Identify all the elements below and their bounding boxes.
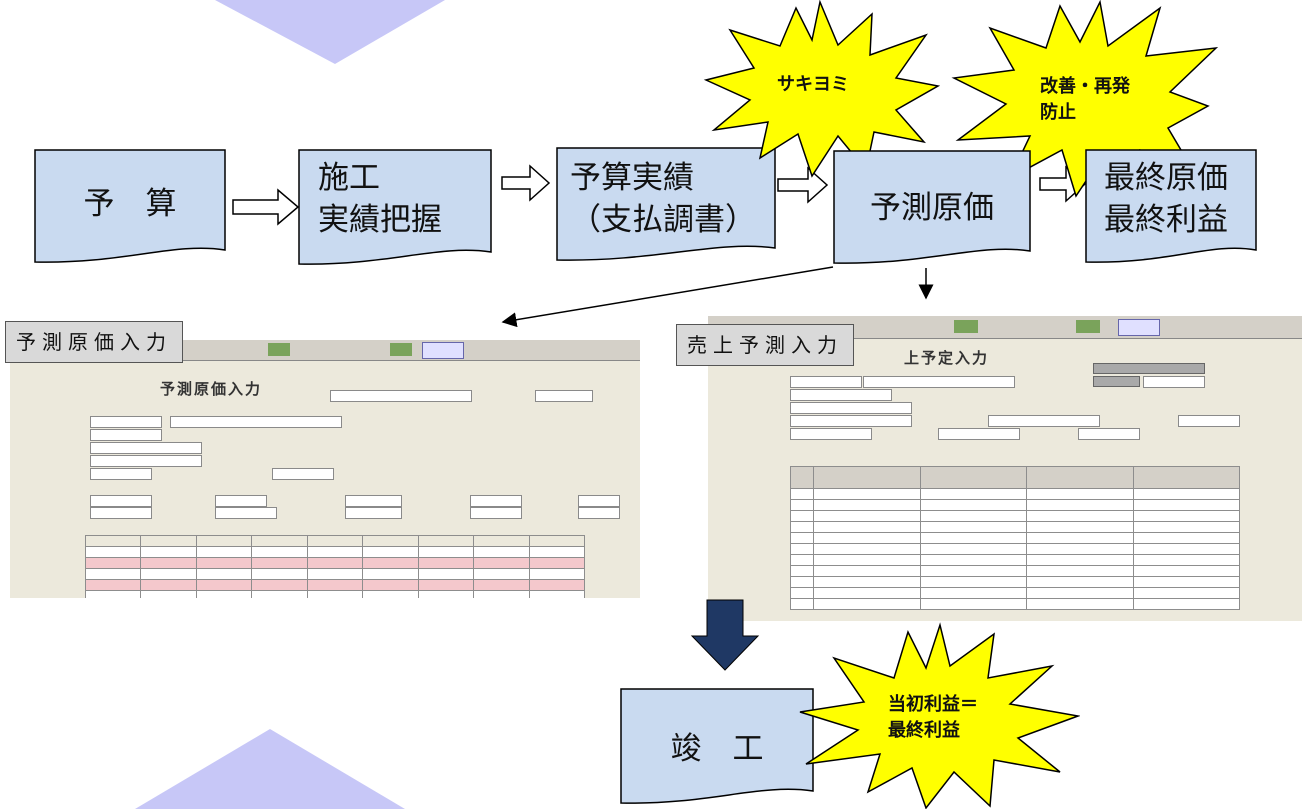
tag-uriage-yosoku-input: 売上予測入力	[676, 324, 854, 366]
field	[938, 428, 1020, 440]
burst-toushoku-label: 当初利益＝ 最終利益	[888, 694, 978, 741]
cost-table	[84, 535, 585, 598]
field	[790, 389, 892, 401]
block-arrow-1	[232, 188, 300, 226]
connector-to-left-screen	[501, 266, 834, 328]
field	[90, 429, 162, 441]
toolbar-button-icon	[1118, 319, 1160, 336]
doc-sekou-label: 施工 実績把握	[318, 160, 442, 238]
field	[1178, 415, 1240, 427]
doc-shunkou-label: 竣 工	[670, 731, 764, 767]
field	[90, 442, 202, 454]
field	[790, 402, 912, 414]
burst-toushoku-shape	[799, 622, 1080, 809]
field	[345, 495, 402, 507]
doc-yosan-label: 予 算	[83, 186, 177, 222]
field	[863, 376, 1015, 388]
toolbar-button-icon	[954, 320, 978, 333]
bottom-chevron-shape	[135, 729, 405, 809]
burst-sakiyomi-label: サキヨミ	[777, 74, 849, 95]
block-arrow-2	[501, 164, 551, 202]
field	[272, 468, 334, 480]
field	[90, 468, 152, 480]
burst-sakiyomi-shape	[703, 0, 940, 178]
field	[790, 428, 872, 440]
field	[790, 376, 862, 388]
field	[1093, 363, 1205, 374]
doc-yosoku-label: 予測原価	[870, 190, 994, 226]
field	[215, 495, 267, 507]
toolbar-button-icon	[422, 342, 464, 359]
field	[1078, 428, 1140, 440]
field	[1093, 376, 1140, 387]
field	[988, 415, 1100, 427]
screen-title: 上予定入力	[904, 349, 990, 367]
doc-jisseki-label: 予算実績 （支払調書）	[570, 160, 756, 238]
toolbar-button-icon	[390, 343, 412, 356]
field	[90, 507, 152, 519]
burst-kaizen-shape	[951, 0, 1219, 200]
field	[535, 390, 593, 402]
big-down-arrow	[690, 599, 760, 671]
doc-yosan-shape	[34, 149, 226, 263]
field	[215, 507, 277, 519]
field	[90, 495, 152, 507]
doc-shunkou-shape	[620, 688, 814, 804]
field	[170, 416, 342, 428]
field	[90, 455, 202, 467]
tag-yosoku-genka-input: 予測原価入力	[5, 321, 183, 363]
sales-table	[790, 466, 1240, 610]
doc-saishu-label: 最終原価 最終利益	[1104, 160, 1228, 238]
toolbar-button-icon	[1076, 320, 1100, 333]
top-chevron-shape	[215, 0, 445, 64]
field	[578, 507, 620, 519]
field	[790, 415, 912, 427]
toolbar-button-icon	[268, 343, 290, 356]
field	[470, 507, 522, 519]
field	[578, 495, 620, 507]
screenshot-uriage-yosoku-input: 上予定入力	[708, 316, 1302, 621]
field	[90, 416, 162, 428]
doc-jisseki-shape	[556, 147, 776, 261]
field	[1143, 376, 1205, 388]
field	[345, 507, 402, 519]
screen-title: 予測原価入力	[160, 380, 263, 398]
doc-sekou-shape	[298, 149, 492, 265]
doc-yosoku-shape	[833, 150, 1031, 264]
screenshot-yosoku-genka-input: 予測原価入力	[10, 340, 640, 598]
field	[470, 495, 522, 507]
burst-kaizen-label: 改善・再発 防止	[1040, 76, 1130, 123]
block-arrow-3	[777, 166, 829, 204]
doc-saishu-shape	[1085, 149, 1257, 263]
field	[330, 390, 472, 402]
